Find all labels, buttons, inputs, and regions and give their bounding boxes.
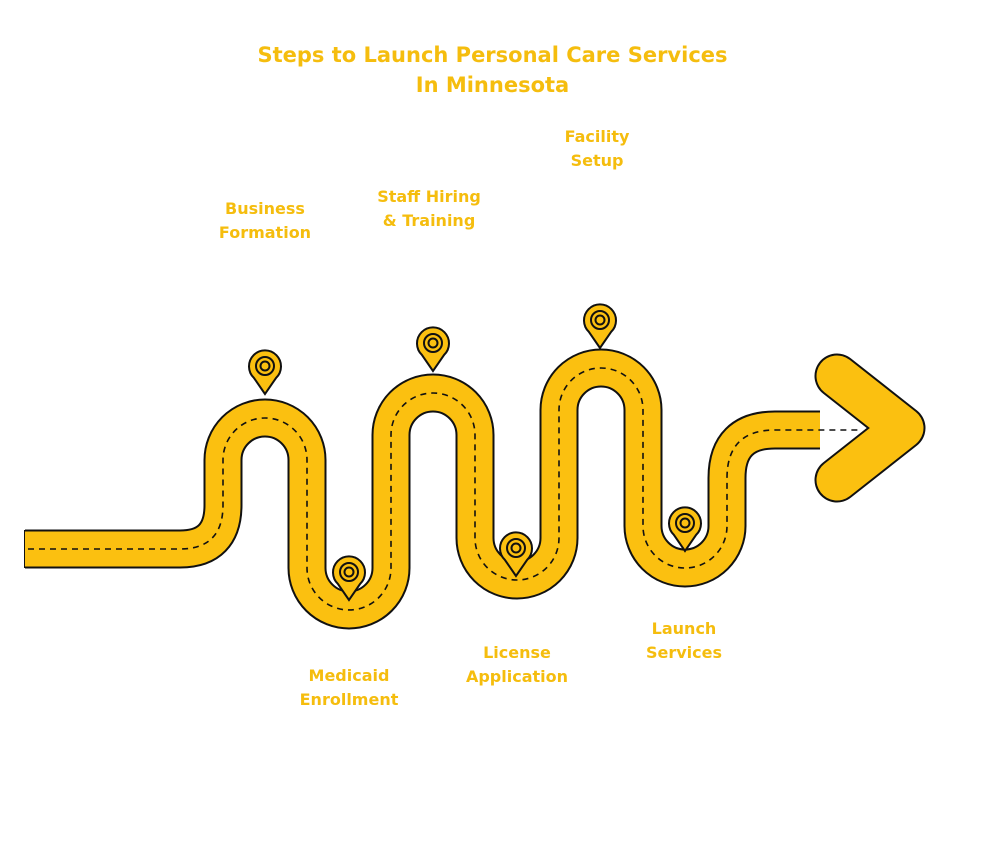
pin-icon <box>248 349 282 396</box>
pin-icon <box>332 555 366 602</box>
title-line-2: In Minnesota <box>415 73 570 97</box>
step-label-launch-services: Launch Services <box>645 619 723 662</box>
pin-icon <box>668 506 702 553</box>
title-line-1: Steps to Launch Personal Care Services <box>257 43 728 67</box>
step-label-medicaid-enrollment: Medicaid Enrollment <box>299 666 399 709</box>
road-fill <box>25 350 820 628</box>
step-label-facility-setup: Facility Setup <box>564 127 630 170</box>
step-label-staff-hiring: Staff Hiring & Training <box>377 187 481 230</box>
step-label-business-formation: Business Formation <box>218 199 312 242</box>
step-label-license-application: License Application <box>465 643 569 686</box>
pin-icon <box>583 303 617 350</box>
pin-icon <box>499 531 533 578</box>
road-center-line <box>28 367 860 611</box>
diagram-title: Steps to Launch Personal Care Services I… <box>0 40 985 100</box>
pin-icon <box>416 326 450 373</box>
arrow-head-fill <box>816 355 924 501</box>
